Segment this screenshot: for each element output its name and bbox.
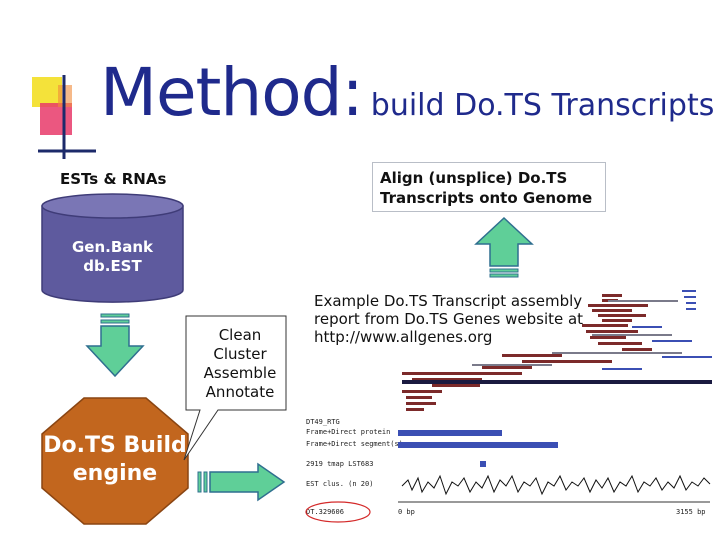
track-label: Frame+Direct protein xyxy=(306,428,390,436)
callout-line: Clean xyxy=(184,326,296,345)
report-caption-line2: report from Do.TS Genes website at xyxy=(314,310,583,328)
database-label-line1: Gen.Bank xyxy=(40,238,185,257)
page-title: Method:build Do.TS Transcripts xyxy=(100,60,714,126)
report-caption-url[interactable]: http://www.allgenes.org xyxy=(314,328,583,346)
protein-bar xyxy=(398,430,502,436)
track-label: DT.329606 xyxy=(306,508,344,516)
track-label: 2919 tmap LST683 xyxy=(306,460,373,468)
report-caption: Example Do.TS Transcript assembly report… xyxy=(314,292,583,346)
callout-line: Cluster xyxy=(184,345,296,364)
tmap-mark xyxy=(480,461,486,467)
down-arrow-icon xyxy=(85,312,145,378)
title-logo xyxy=(28,75,98,160)
callout-text: Clean Cluster Assemble Annotate xyxy=(184,326,296,402)
engine-label-line2: engine xyxy=(40,460,190,488)
callout-line: Annotate xyxy=(184,383,296,402)
segment-bar xyxy=(398,442,558,448)
track-label: EST clus. (n 20) xyxy=(306,480,373,488)
scale-end: 3155 bp xyxy=(676,508,706,516)
database-label-line2: db.EST xyxy=(40,257,185,276)
title-subtitle: build Do.TS Transcripts xyxy=(371,88,715,123)
track-label: DT49_RTG xyxy=(306,418,340,426)
consensus-bar xyxy=(402,380,712,384)
align-text-line1: Align (unsplice) Do.TS xyxy=(380,168,592,188)
database-label: Gen.Bank db.EST xyxy=(40,238,185,276)
scale-start: 0 bp xyxy=(398,508,415,516)
title-main: Method: xyxy=(100,54,363,131)
align-text: Align (unsplice) Do.TS Transcripts onto … xyxy=(380,168,592,208)
source-label: ESTs & RNAs xyxy=(60,170,166,188)
align-text-line2: Transcripts onto Genome xyxy=(380,188,592,208)
right-arrow-icon xyxy=(196,462,286,502)
callout-line: Assemble xyxy=(184,364,296,383)
engine-label-line1: Do.TS Build xyxy=(40,432,190,460)
up-arrow-icon xyxy=(474,216,534,278)
report-caption-line1: Example Do.TS Transcript assembly xyxy=(314,292,583,310)
track-label: Frame+Direct segment(s) xyxy=(306,440,403,448)
engine-label: Do.TS Build engine xyxy=(40,432,190,488)
